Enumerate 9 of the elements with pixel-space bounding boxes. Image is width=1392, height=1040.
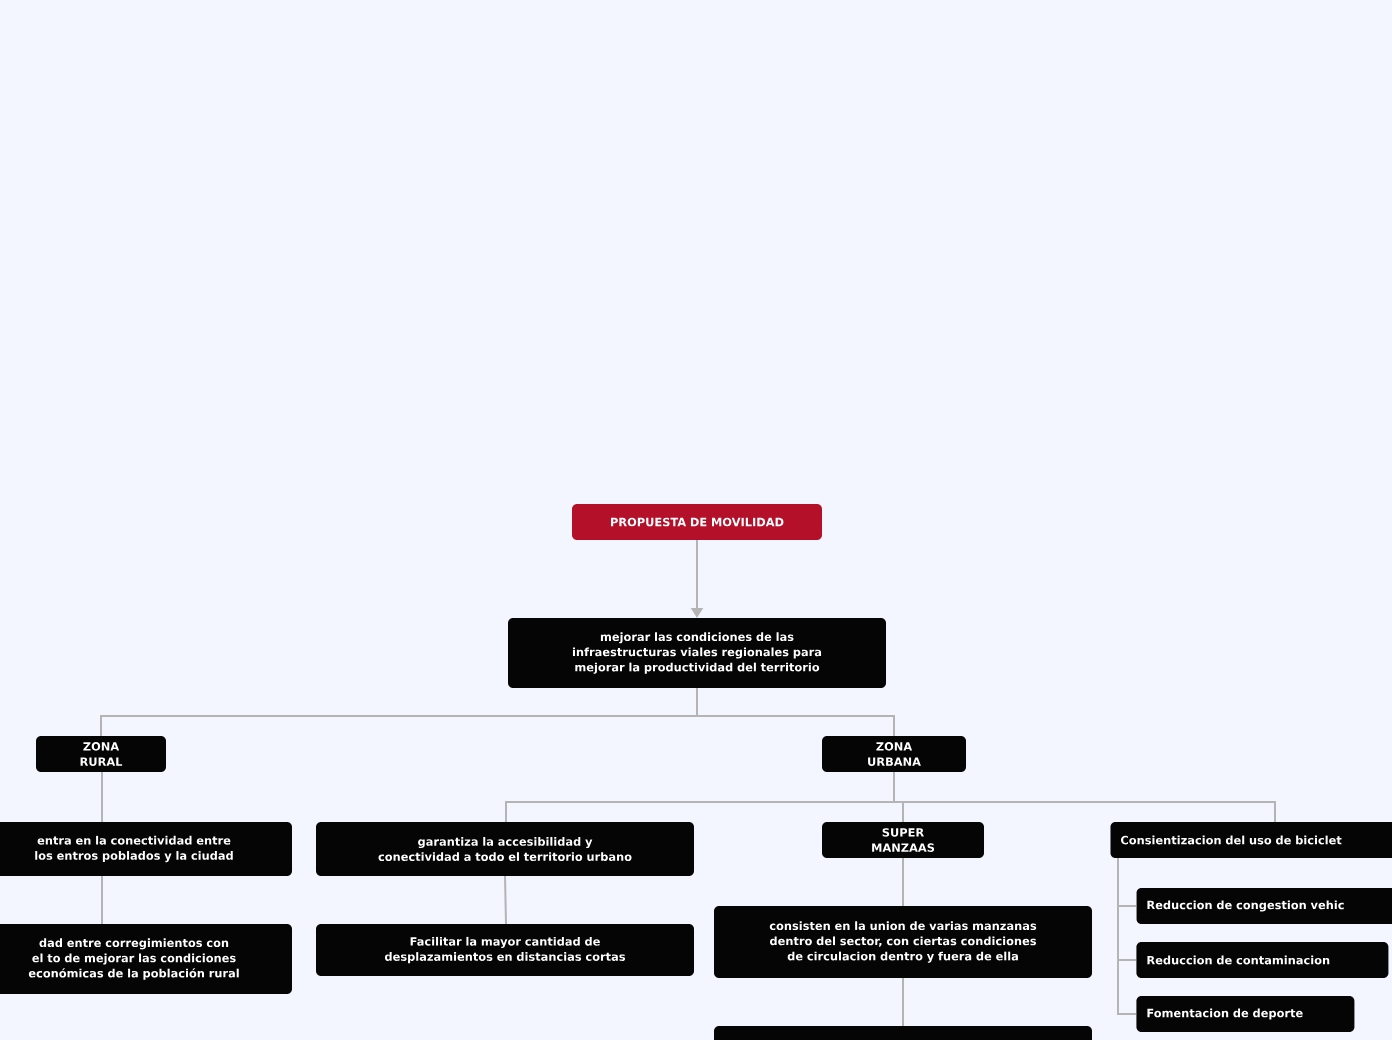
connector: [902, 977, 904, 1027]
connector: [1117, 857, 1137, 1015]
connector: [101, 875, 103, 925]
connector: [504, 875, 507, 925]
connector: [101, 771, 103, 823]
connector: [893, 771, 1276, 823]
connector: [902, 857, 904, 907]
empty-box: [714, 1026, 1092, 1040]
connector: [696, 687, 895, 737]
